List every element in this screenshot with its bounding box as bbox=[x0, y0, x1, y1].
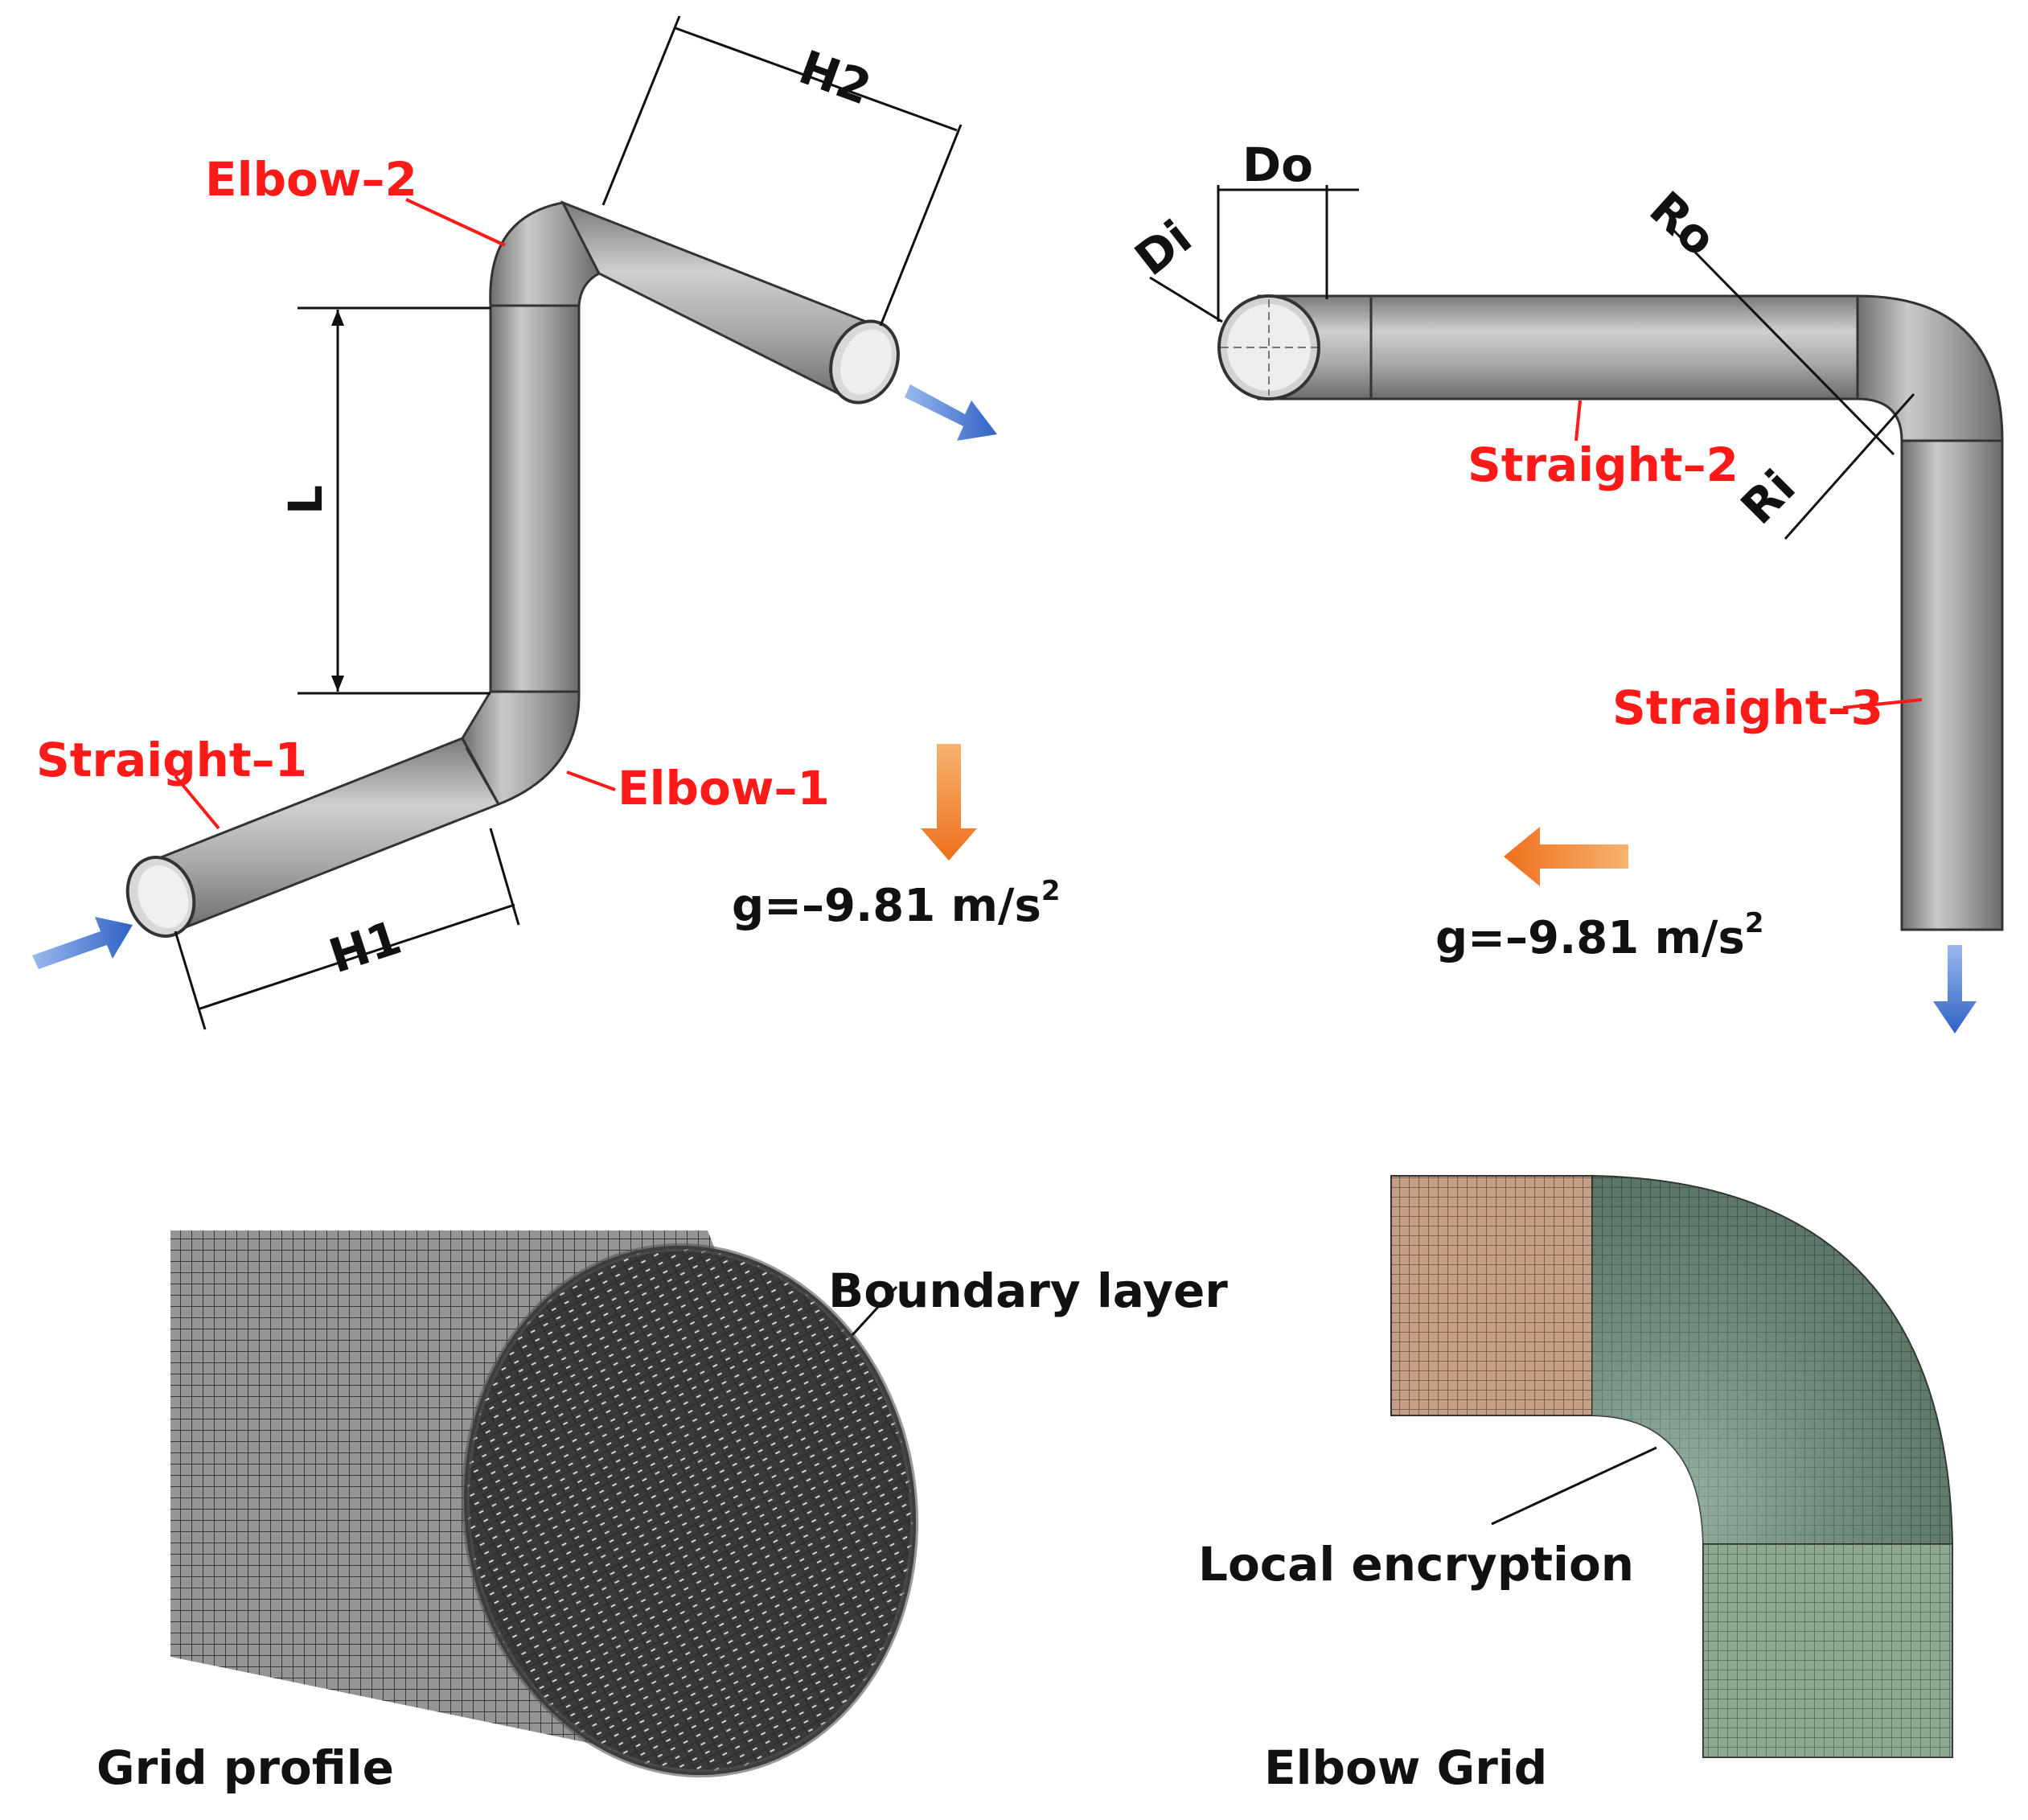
outlet-flow-arrow-b bbox=[1933, 945, 1977, 1033]
panel-a-dimensions bbox=[174, 15, 963, 1030]
label-local-encryption: Local encryption bbox=[1198, 1537, 1634, 1592]
label-ro: Ro bbox=[1640, 181, 1726, 267]
inlet-flow-arrow bbox=[32, 917, 133, 969]
panel-b-leaders bbox=[1574, 400, 1923, 709]
gravity-label-a: g=–9.81 m/s2 bbox=[732, 875, 1060, 932]
label-l: L bbox=[278, 485, 333, 515]
panel-a-pipe-model bbox=[125, 200, 900, 938]
label-ri: Ri bbox=[1730, 459, 1806, 535]
label-elbow-1: Elbow–1 bbox=[618, 761, 830, 816]
label-h2: H2 bbox=[792, 39, 878, 115]
label-elbow-2: Elbow–2 bbox=[205, 152, 417, 207]
label-do: Do bbox=[1242, 138, 1313, 192]
label-straight-2: Straight–2 bbox=[1468, 438, 1739, 492]
panel-d-elbow-grid bbox=[1390, 1174, 1954, 1758]
panel-a-leaders bbox=[174, 198, 616, 830]
label-straight-3: Straight–3 bbox=[1612, 680, 1883, 735]
gravity-label-b: g=–9.81 m/s2 bbox=[1435, 907, 1763, 964]
outlet-flow-arrow bbox=[905, 384, 997, 441]
panel-b-pipe-model bbox=[1217, 294, 2004, 931]
panel-c-grid-profile bbox=[170, 1230, 919, 1778]
label-straight-1: Straight–1 bbox=[36, 733, 307, 787]
caption-elbow-grid: Elbow Grid bbox=[1264, 1740, 1547, 1795]
label-di: Di bbox=[1125, 210, 1201, 286]
label-h1: H1 bbox=[322, 910, 408, 984]
label-boundary-layer: Boundary layer bbox=[828, 1263, 1228, 1318]
caption-grid-profile: Grid profile bbox=[96, 1740, 394, 1795]
gravity-arrow-a bbox=[921, 744, 977, 861]
gravity-arrow-b bbox=[1504, 827, 1628, 886]
panel-b-dimensions bbox=[1149, 185, 1915, 540]
